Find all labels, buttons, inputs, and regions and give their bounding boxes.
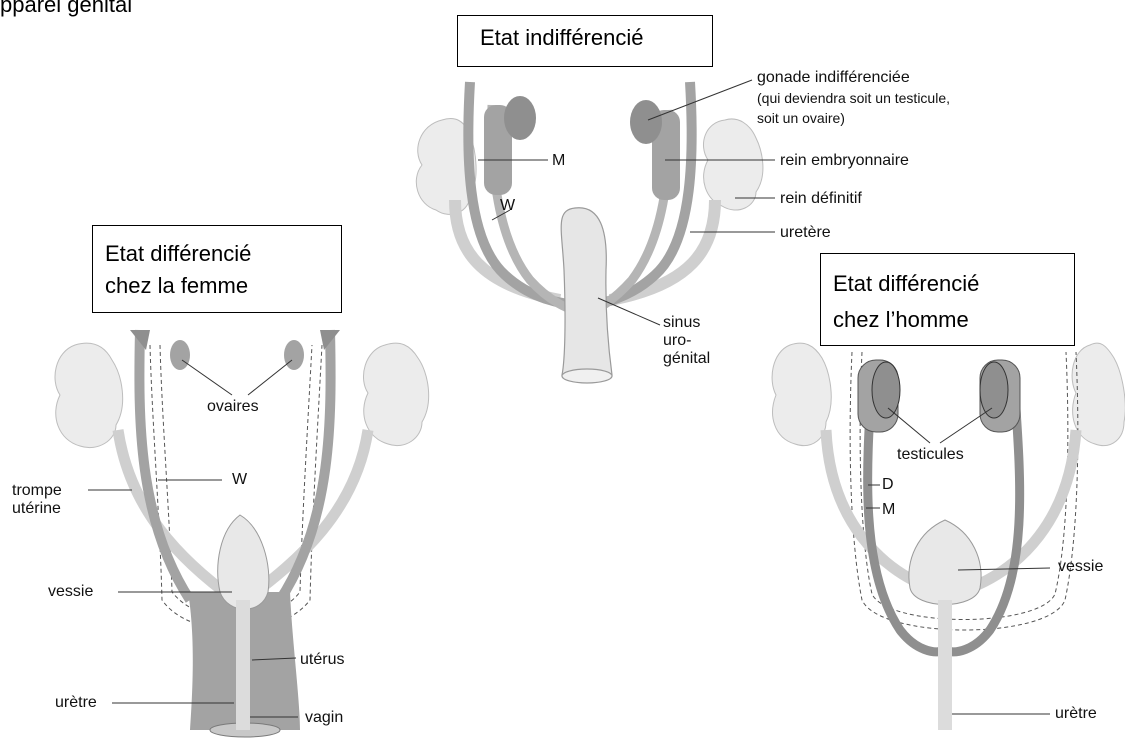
title-male-line2: chez l’homme	[833, 302, 1074, 338]
label-female-W: W	[232, 470, 247, 489]
label-female-vessie: vessie	[48, 582, 93, 601]
label-vagin: vagin	[305, 708, 343, 727]
label-indiff-M: M	[552, 151, 565, 170]
label-rein-embryonnaire: rein embryonnaire	[780, 151, 909, 170]
label-testicules: testicules	[897, 445, 964, 464]
title-box-indifferent: Etat indifférencié	[457, 15, 713, 67]
label-indiff-W: W	[500, 196, 515, 215]
label-gonade-note1: (qui deviendra soit un testicule,	[757, 89, 950, 107]
label-trompe-1: trompe	[12, 481, 62, 500]
label-sinus-2: uro-	[663, 331, 691, 350]
label-gonade: gonade indifférenciée	[757, 68, 910, 87]
title-female-line2: chez la femme	[105, 270, 341, 302]
label-rein-definitif: rein définitif	[780, 189, 862, 208]
label-uretere: uretère	[780, 223, 831, 242]
label-male-M: M	[882, 500, 895, 519]
title-indifferent: Etat indifférencié	[480, 25, 712, 51]
female-right-kidney	[363, 343, 428, 445]
female-left-kidney	[55, 343, 123, 447]
indiff-right-kidney	[703, 119, 762, 210]
label-D: D	[882, 475, 894, 494]
male-right-kidney	[1072, 343, 1125, 445]
label-uterus: utérus	[300, 650, 344, 669]
label-female-uretre: urètre	[55, 693, 97, 712]
label-ovaires: ovaires	[207, 397, 259, 416]
title-female-line1: Etat différencié	[105, 238, 341, 270]
label-sinus-3: génital	[663, 349, 710, 368]
male-structures	[826, 352, 1078, 730]
label-gonade-note2: soit un ovaire)	[757, 109, 845, 127]
female-structures	[88, 330, 368, 737]
title-male-line1: Etat différencié	[833, 266, 1074, 302]
label-male-uretre: urètre	[1055, 704, 1097, 723]
label-male-vessie: vessie	[1058, 557, 1103, 576]
title-box-female: Etat différencié chez la femme	[92, 225, 342, 313]
label-sinus-1: sinus	[663, 313, 700, 332]
title-box-male: Etat différencié chez l’homme	[820, 253, 1075, 346]
label-trompe-2: utérine	[12, 499, 61, 518]
